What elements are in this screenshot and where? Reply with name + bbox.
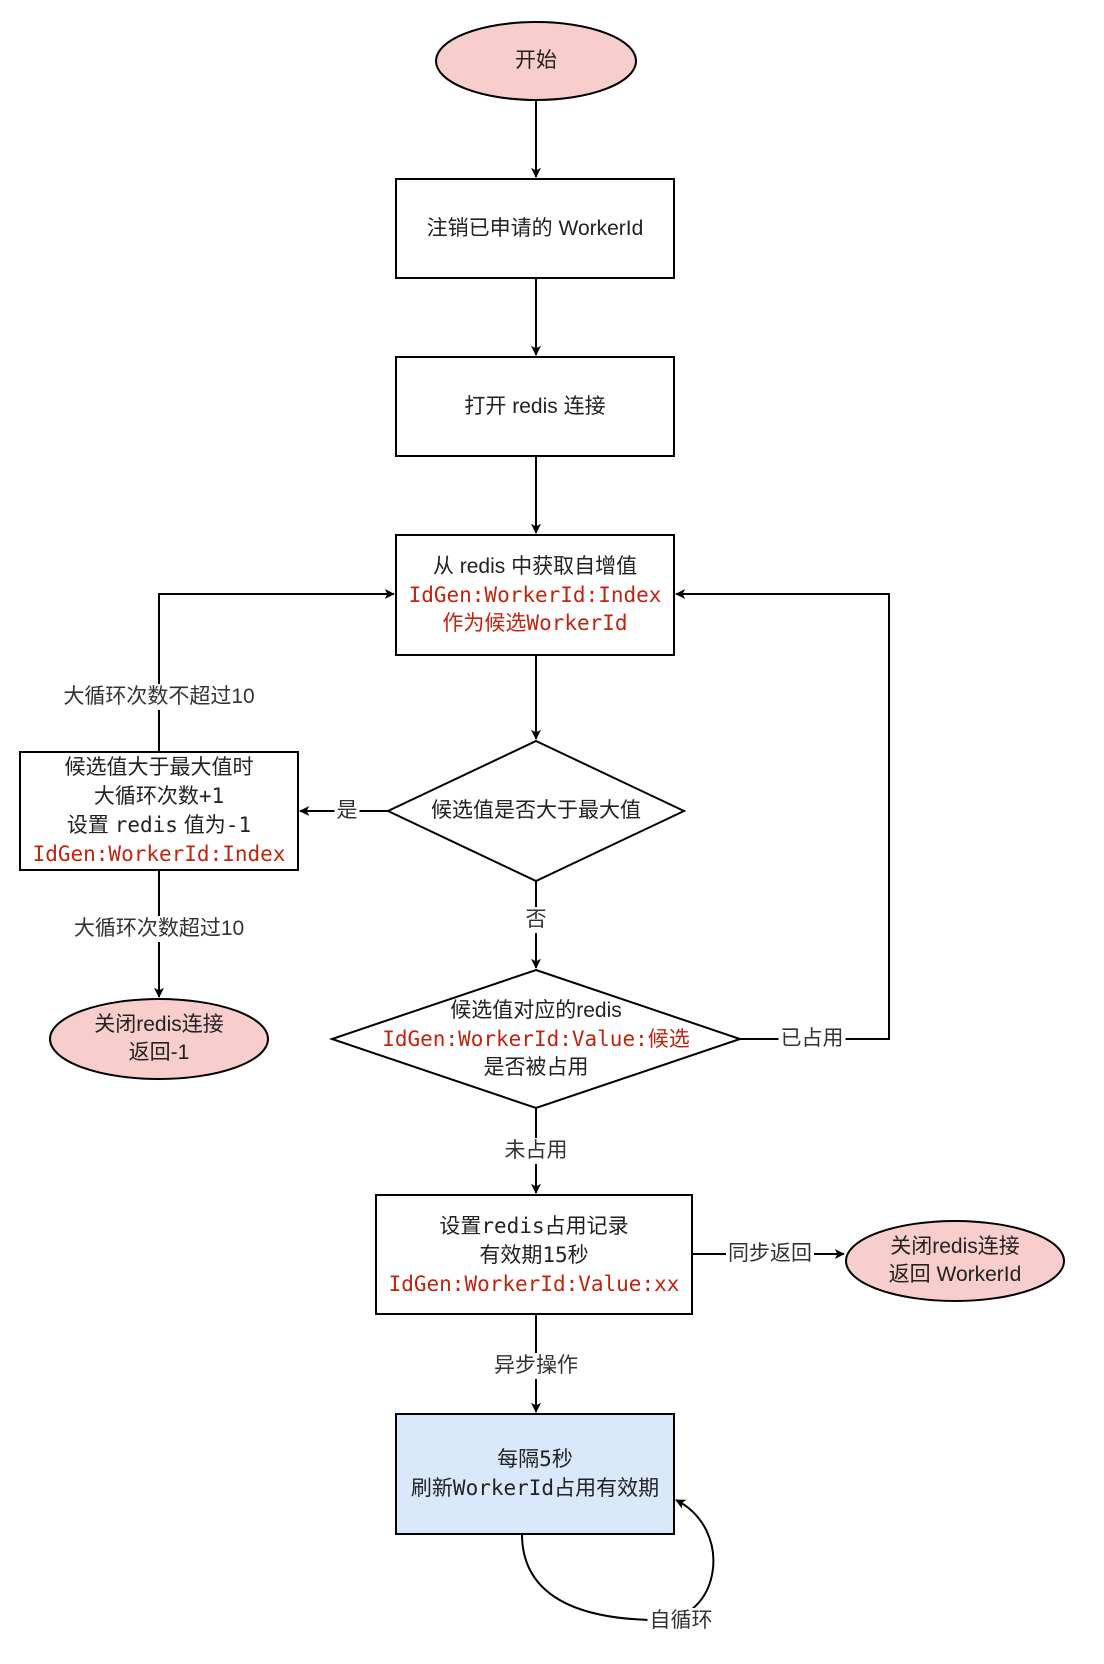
refresh-line2: 刷新WorkerId占用有效期 <box>411 1474 659 1503</box>
get-value-line3-b: WorkerId <box>526 610 628 635</box>
refresh-line2-c: 占用有效期 <box>554 1477 660 1500</box>
check-used-line2: IdGen:WorkerId:Value:候选 <box>382 1025 690 1054</box>
check-used-line1: 候选值对应的redis <box>450 998 622 1022</box>
edge-label-no: 否 <box>523 907 549 933</box>
reset-line2-b: +1 <box>198 784 225 808</box>
fail-end-line1: 关闭redis连接 <box>94 1013 224 1036</box>
refresh-line1: 每隔5秒 <box>497 1445 573 1474</box>
success-end-label: 关闭redis连接 返回 WorkerId <box>846 1221 1064 1301</box>
set-record-line2: 有效期15秒 <box>479 1241 588 1270</box>
reset-label: 候选值大于最大值时 大循环次数+1 设置 redis 值为-1 IdGen:Wo… <box>20 752 298 870</box>
edge-label-loop-exceed: 大循环次数超过10 <box>71 916 247 942</box>
edge-label-sync-return: 同步返回 <box>726 1241 814 1267</box>
set-record-line2-b: 15 <box>542 1242 568 1267</box>
set-record-label: 设置redis占用记录 有效期15秒 IdGen:WorkerId:Value:… <box>376 1195 692 1314</box>
set-record-line1-c: 占用记录 <box>544 1214 629 1238</box>
deregister-label: 注销已申请的 WorkerId <box>396 179 674 278</box>
edge-label-loop-not-exceed: 大循环次数不超过10 <box>61 684 257 710</box>
refresh-line2-a: 刷新 <box>410 1477 453 1500</box>
open-redis-label: 打开 redis 连接 <box>396 357 674 456</box>
success-end-line2: 返回 WorkerId <box>888 1263 1022 1286</box>
reset-key: IdGen:WorkerId:Index <box>32 842 286 866</box>
set-record-line2-a: 有效期 <box>479 1243 543 1267</box>
start-label: 开始 <box>436 22 636 100</box>
edge-reset-get <box>158 589 395 752</box>
refresh-box <box>395 1413 675 1535</box>
set-record-line1-b: redis <box>481 1213 545 1238</box>
reset-line2: 大循环次数+1 <box>94 782 224 811</box>
check-used-label: 候选值对应的redis IdGen:WorkerId:Value:候选 是否被占… <box>332 990 740 1088</box>
reset-line3-a: 设置 <box>66 814 115 837</box>
open-redis-box <box>395 356 675 457</box>
get-value-line1: 从 redis 中获取自增值 <box>432 554 638 578</box>
refresh-line1-b: 5 <box>539 1447 552 1471</box>
check-max-label: 候选值是否大于最大值 <box>388 791 684 831</box>
set-record-line1-a: 设置 <box>439 1214 482 1238</box>
check-max-text: 候选值是否大于最大值 <box>431 799 641 822</box>
reset-line2-a: 大循环次数 <box>93 785 199 808</box>
edge-used-get <box>675 589 890 1040</box>
get-value-label: 从 redis 中获取自增值 IdGen:WorkerId:Index 作为候选… <box>396 535 674 655</box>
start-text: 开始 <box>515 49 557 72</box>
set-record-key: IdGen:WorkerId:Value:xx <box>388 1271 680 1296</box>
edge-label-occupied: 已占用 <box>778 1026 846 1052</box>
open-redis-text: 打开 redis 连接 <box>464 394 606 418</box>
edge-label-async-op: 异步操作 <box>492 1353 580 1379</box>
deregister-box <box>395 178 675 279</box>
check-used-key: IdGen:WorkerId:Value: <box>382 1026 648 1051</box>
reset-line3-d: -1 <box>225 813 252 837</box>
reset-line3-c: 值为 <box>177 814 226 837</box>
fail-end-line2: 返回-1 <box>128 1041 190 1064</box>
reset-line1: 候选值大于最大值时 <box>64 756 254 779</box>
success-end-line1: 关闭redis连接 <box>890 1235 1020 1258</box>
fail-terminal <box>49 998 269 1080</box>
get-value-line3-a: 作为候选 <box>442 611 527 635</box>
edge-label-not-occupied: 未占用 <box>502 1138 570 1164</box>
edge-label-yes: 是 <box>334 798 360 824</box>
get-value-box <box>395 534 675 656</box>
check-used-suffix: 候选 <box>647 1027 690 1051</box>
edge-label-self-loop: 自循环 <box>647 1608 715 1634</box>
refresh-line2-b: WorkerId <box>452 1476 555 1500</box>
get-value-key: IdGen:WorkerId:Index <box>408 582 662 607</box>
deregister-text: 注销已申请的 WorkerId <box>426 216 644 240</box>
set-record-line2-c: 秒 <box>567 1243 589 1267</box>
get-value-line3: 作为候选WorkerId <box>442 609 627 638</box>
reset-line3: 设置 redis 值为-1 <box>67 811 251 840</box>
fail-end-label: 关闭redis连接 返回-1 <box>50 999 268 1079</box>
success-terminal <box>845 1220 1065 1302</box>
reset-line3-b: redis <box>114 813 178 837</box>
set-record-line1: 设置redis占用记录 <box>439 1212 628 1241</box>
refresh-label: 每隔5秒 刷新WorkerId占用有效期 <box>396 1414 674 1534</box>
refresh-line1-a: 每隔 <box>497 1448 540 1471</box>
refresh-line1-c: 秒 <box>551 1448 573 1471</box>
set-record-box <box>375 1194 693 1315</box>
check-used-line3: 是否被占用 <box>483 1055 589 1079</box>
